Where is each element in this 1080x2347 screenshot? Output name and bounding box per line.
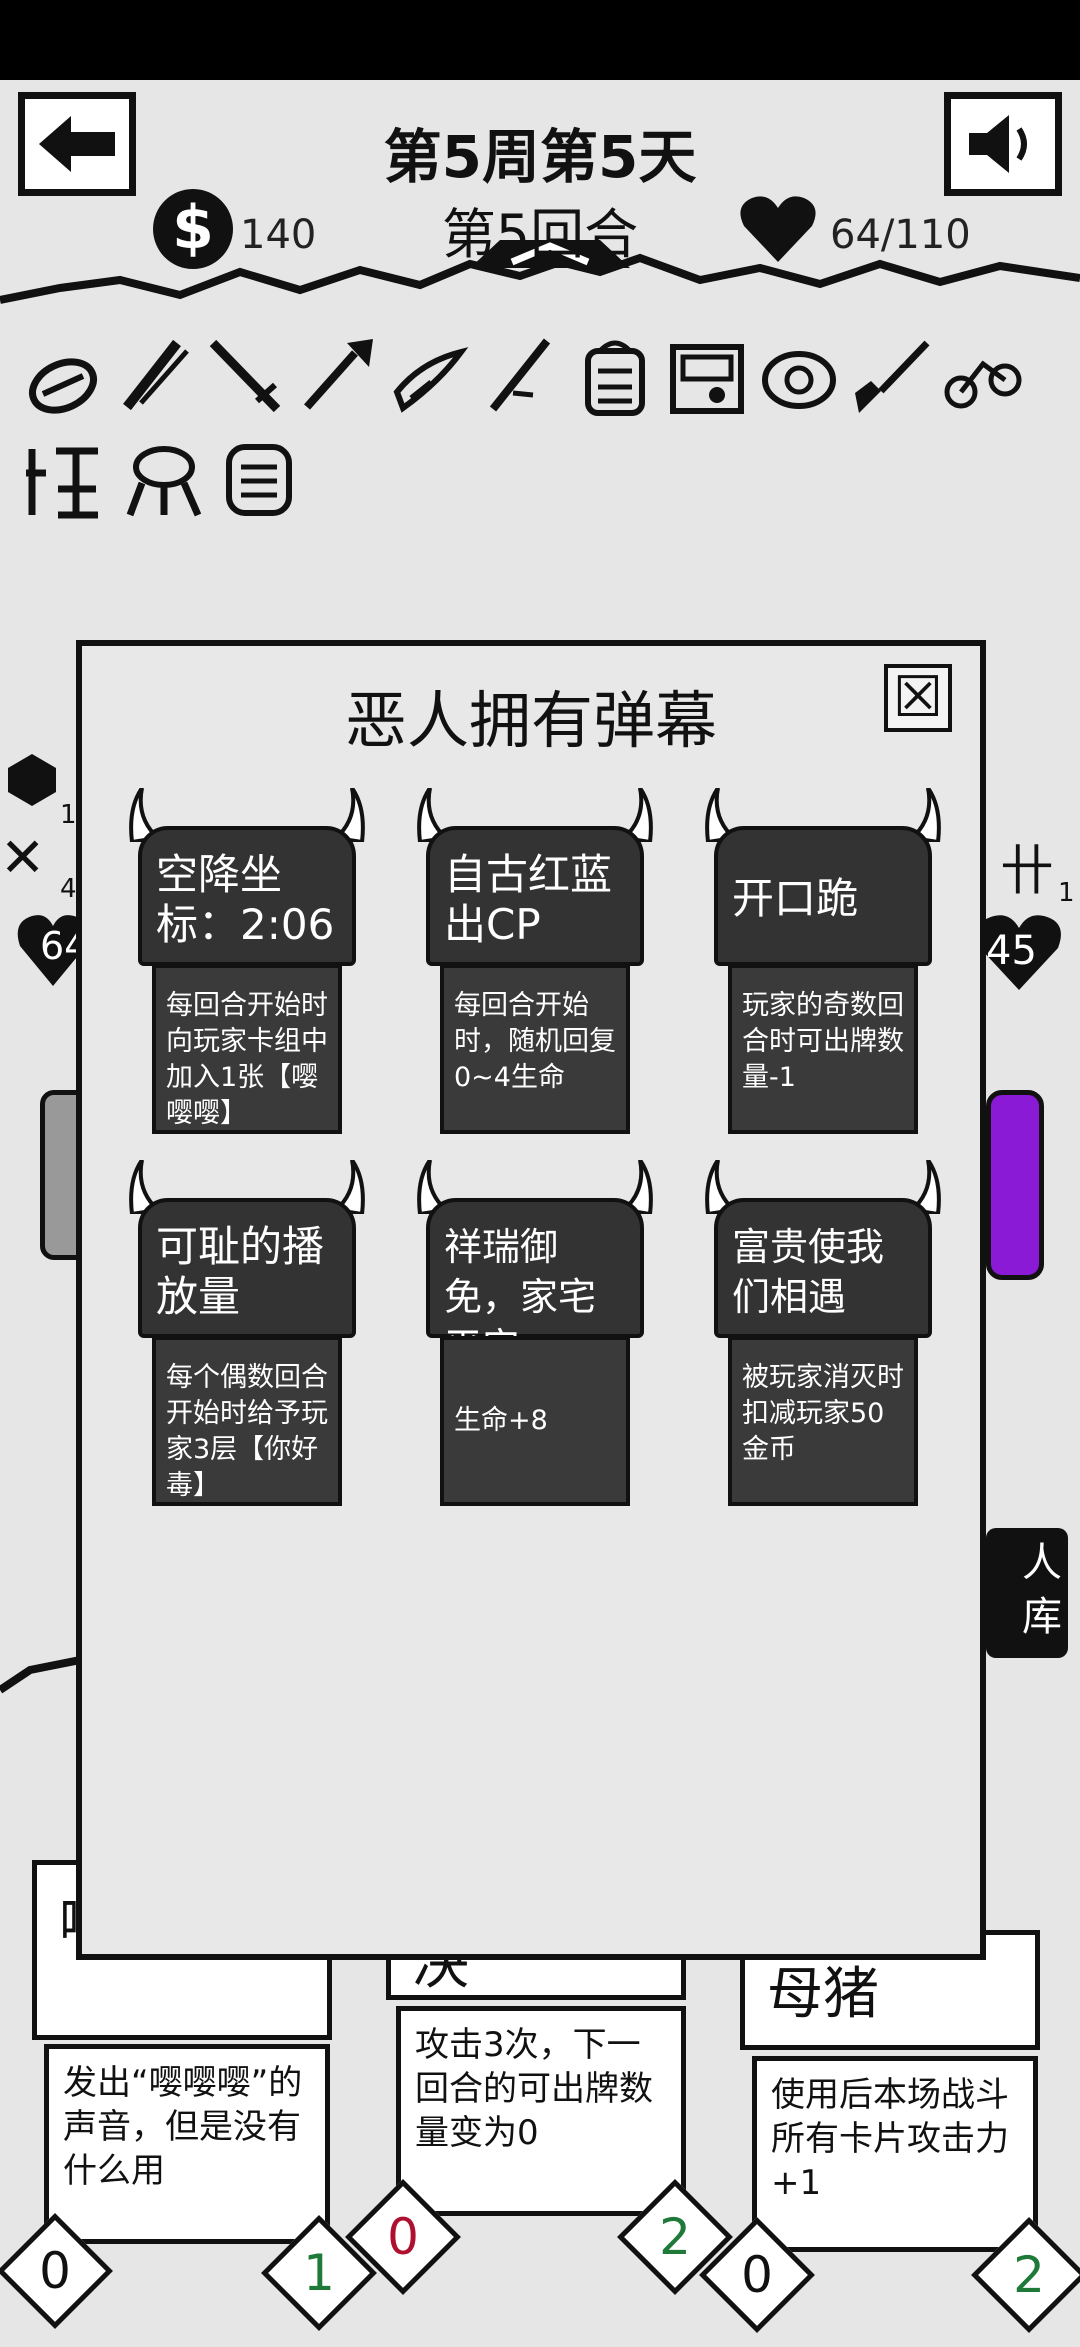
shield-icon[interactable]	[218, 438, 300, 520]
hand-card-3-cost: 0	[741, 2246, 773, 2304]
header-divider	[0, 240, 1080, 304]
right-enemy-arm	[986, 1090, 1044, 1280]
left-enemy-level: 1	[60, 800, 77, 830]
trait-card-1-name: 空降坐标：2:06	[138, 826, 356, 966]
trait-card-4[interactable]: 可耻的播放量 每个偶数回合开始时给予玩家3层【你好毒】	[128, 1160, 366, 1506]
heart-icon	[740, 196, 816, 262]
trait-card-6-desc: 被玩家消灭时扣减玩家50金币	[728, 1336, 918, 1506]
trait-card-6[interactable]: 富贵使我们相遇 被玩家消灭时扣减玩家50金币	[704, 1160, 942, 1506]
radio-icon[interactable]	[666, 336, 748, 418]
close-icon[interactable]: ☒	[884, 664, 952, 732]
trait-card-3[interactable]: 开口跪 玩家的奇数回合时可出牌数量-1	[704, 788, 942, 1134]
trait-card-3-name: 开口跪	[714, 826, 932, 966]
hang-text-icon[interactable]	[22, 438, 104, 520]
deck-button[interactable]: 人库	[986, 1528, 1068, 1658]
trait-card-1-desc: 每回合开始时向玩家卡组中加入1张【嘤嘤嘤】	[152, 964, 342, 1134]
swirl-icon[interactable]	[758, 338, 840, 420]
left-enemy-heart-icon	[17, 915, 89, 986]
trait-card-5-desc: 生命+8	[440, 1336, 630, 1506]
left-enemy-status-icon: ✕	[0, 826, 46, 889]
trait-card-2-desc: 每回合开始时，随机回复0~4生命	[440, 964, 630, 1134]
status-bar	[0, 0, 1080, 80]
trait-card-2[interactable]: 自古红蓝出CP 每回合开始时，随机回复0~4生命	[416, 788, 654, 1134]
trait-card-5[interactable]: 祥瑞御免，家宅平安 生命+8	[416, 1160, 654, 1506]
trait-card-4-desc: 每个偶数回合开始时给予玩家3层【你好毒】	[152, 1336, 342, 1506]
right-enemy-hp: 45	[986, 928, 1037, 974]
trait-card-1[interactable]: 空降坐标：2:06 每回合开始时向玩家卡组中加入1张【嘤嘤嘤】	[128, 788, 366, 1134]
right-enemy-level: 1	[1058, 878, 1075, 908]
hand-card-3-desc: 使用后本场战斗所有卡片攻击力+1	[752, 2056, 1038, 2252]
hp-amount: 64/110	[830, 212, 971, 258]
right-enemy-status-icon: 卄	[1000, 839, 1054, 902]
modal-title: 恶人拥有弹幕	[344, 684, 717, 757]
right-enemy-heart-icon	[977, 915, 1061, 990]
coin-icon: $	[153, 189, 233, 269]
sound-button[interactable]	[944, 92, 1062, 196]
sword-icon[interactable]	[206, 336, 288, 418]
broom-icon[interactable]	[850, 336, 932, 418]
left-wave-line	[0, 1656, 80, 1694]
hand-card-3-value: 2	[1013, 2246, 1045, 2304]
trait-card-2-name: 自古红蓝出CP	[426, 826, 644, 966]
hand-card-2-value: 2	[659, 2208, 691, 2266]
speaker-icon	[969, 115, 1027, 173]
trait-card-6-name: 富贵使我们相遇	[714, 1198, 932, 1338]
enemy-traits-modal: 恶人拥有弹幕 ☒ 空降坐标：2:06 每回合开始时向玩家卡组中加入1张【嘤嘤嘤】…	[76, 640, 986, 1960]
gold-amount: 140	[240, 212, 317, 258]
trumpet-icon[interactable]	[298, 332, 380, 414]
bicycle-icon[interactable]	[942, 336, 1024, 418]
back-button[interactable]	[18, 92, 136, 196]
bird-icon[interactable]	[390, 338, 472, 420]
hand-card-2-cost: 0	[387, 2208, 419, 2266]
hand-card-2-desc: 攻击3次，下一回合的可出牌数量变为0	[396, 2006, 686, 2216]
knife-icon[interactable]	[482, 332, 564, 414]
bucket-icon[interactable]	[574, 336, 656, 418]
armor-icon	[8, 754, 56, 806]
week-day-label: 第5周第5天	[383, 123, 697, 191]
svg-text:$: $	[172, 193, 214, 263]
round-label: 第5回合	[441, 203, 639, 266]
trait-card-5-name: 祥瑞御免，家宅平安	[426, 1198, 644, 1369]
back-arrow-icon	[39, 116, 115, 172]
hand-card-1-desc: 发出“嘤嘤嘤”的声音，但是没有什么用	[44, 2044, 330, 2244]
trait-card-3-desc: 玩家的奇数回合时可出牌数量-1	[728, 964, 918, 1134]
pill-icon[interactable]	[22, 342, 104, 424]
trait-card-4-name: 可耻的播放量	[138, 1198, 356, 1338]
left-enemy-count: 4	[60, 874, 77, 904]
chili-icon[interactable]	[114, 332, 196, 414]
mask-icon[interactable]	[122, 438, 204, 520]
hand-card-1-cost: 0	[39, 2242, 71, 2300]
hand-card-1-value: 1	[303, 2244, 335, 2302]
